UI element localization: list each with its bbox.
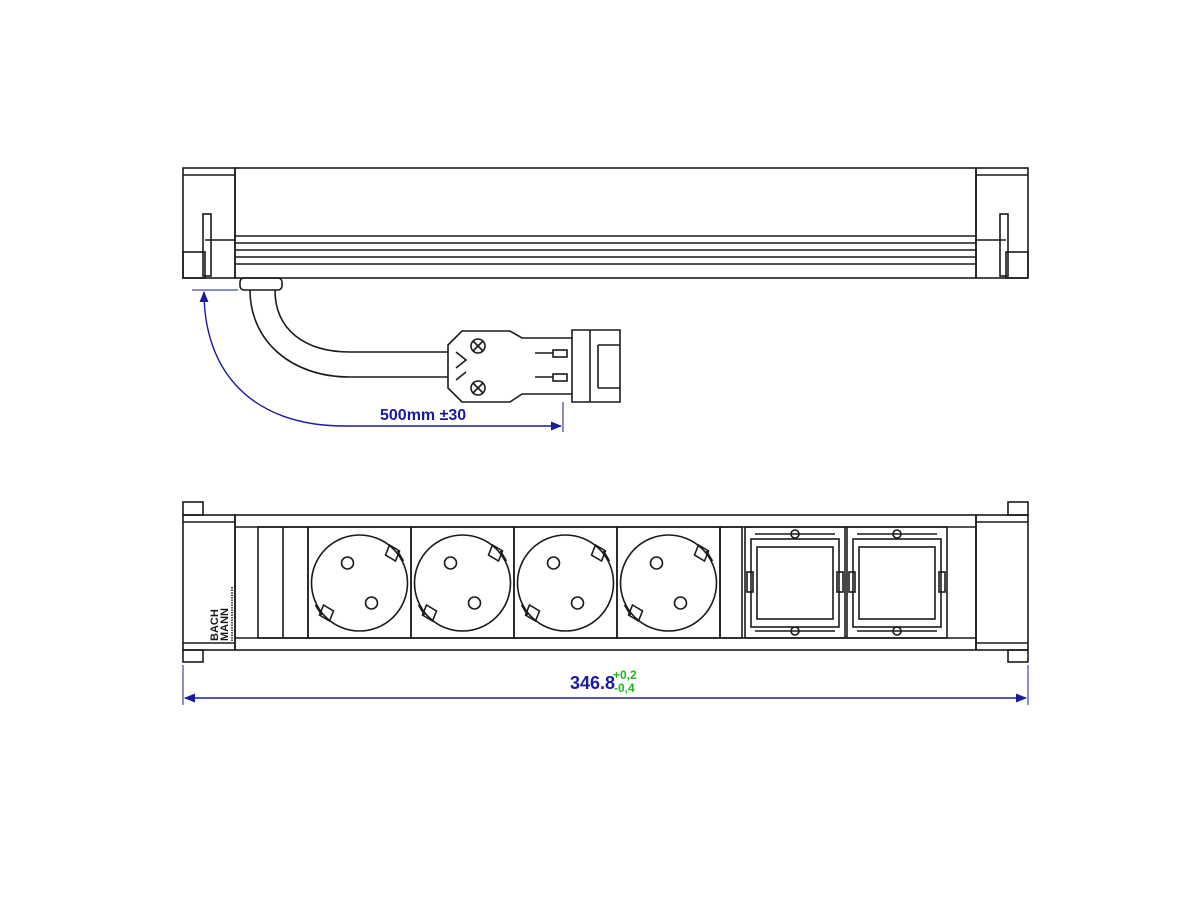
brand-logo: BACH MANN [209, 587, 233, 641]
top-view [182, 167, 1029, 403]
cable-dimension-arc [199, 290, 563, 431]
schuko-socket [307, 526, 412, 639]
schuko-sockets [307, 526, 721, 639]
top-profile-body [234, 167, 977, 279]
power-connector [447, 329, 621, 403]
front-right-end-cap [975, 501, 1029, 663]
width-dimension: 346.8 +0,2 -0,4 [182, 665, 1029, 705]
brand-line-1: BACH [209, 609, 221, 641]
schuko-socket [616, 526, 721, 639]
schuko-socket [410, 526, 515, 639]
top-right-end-cap [975, 167, 1029, 279]
front-view [182, 501, 1029, 663]
width-value: 346.8 [570, 673, 615, 693]
cable-length-dimension: 500mm ±30 [192, 289, 564, 432]
cable-length-label: 500mm ±30 [380, 407, 466, 424]
brand-line-2: MANN [219, 608, 231, 641]
module-slot [846, 526, 948, 639]
top-left-end-cap [182, 167, 236, 279]
width-tolerance-lower: -0,4 [614, 681, 635, 695]
cable [249, 289, 448, 378]
width-tolerance-upper: +0,2 [613, 668, 637, 682]
schuko-socket [513, 526, 618, 639]
module-slots [744, 526, 948, 639]
cable-gland [239, 277, 283, 291]
module-slot [744, 526, 846, 639]
